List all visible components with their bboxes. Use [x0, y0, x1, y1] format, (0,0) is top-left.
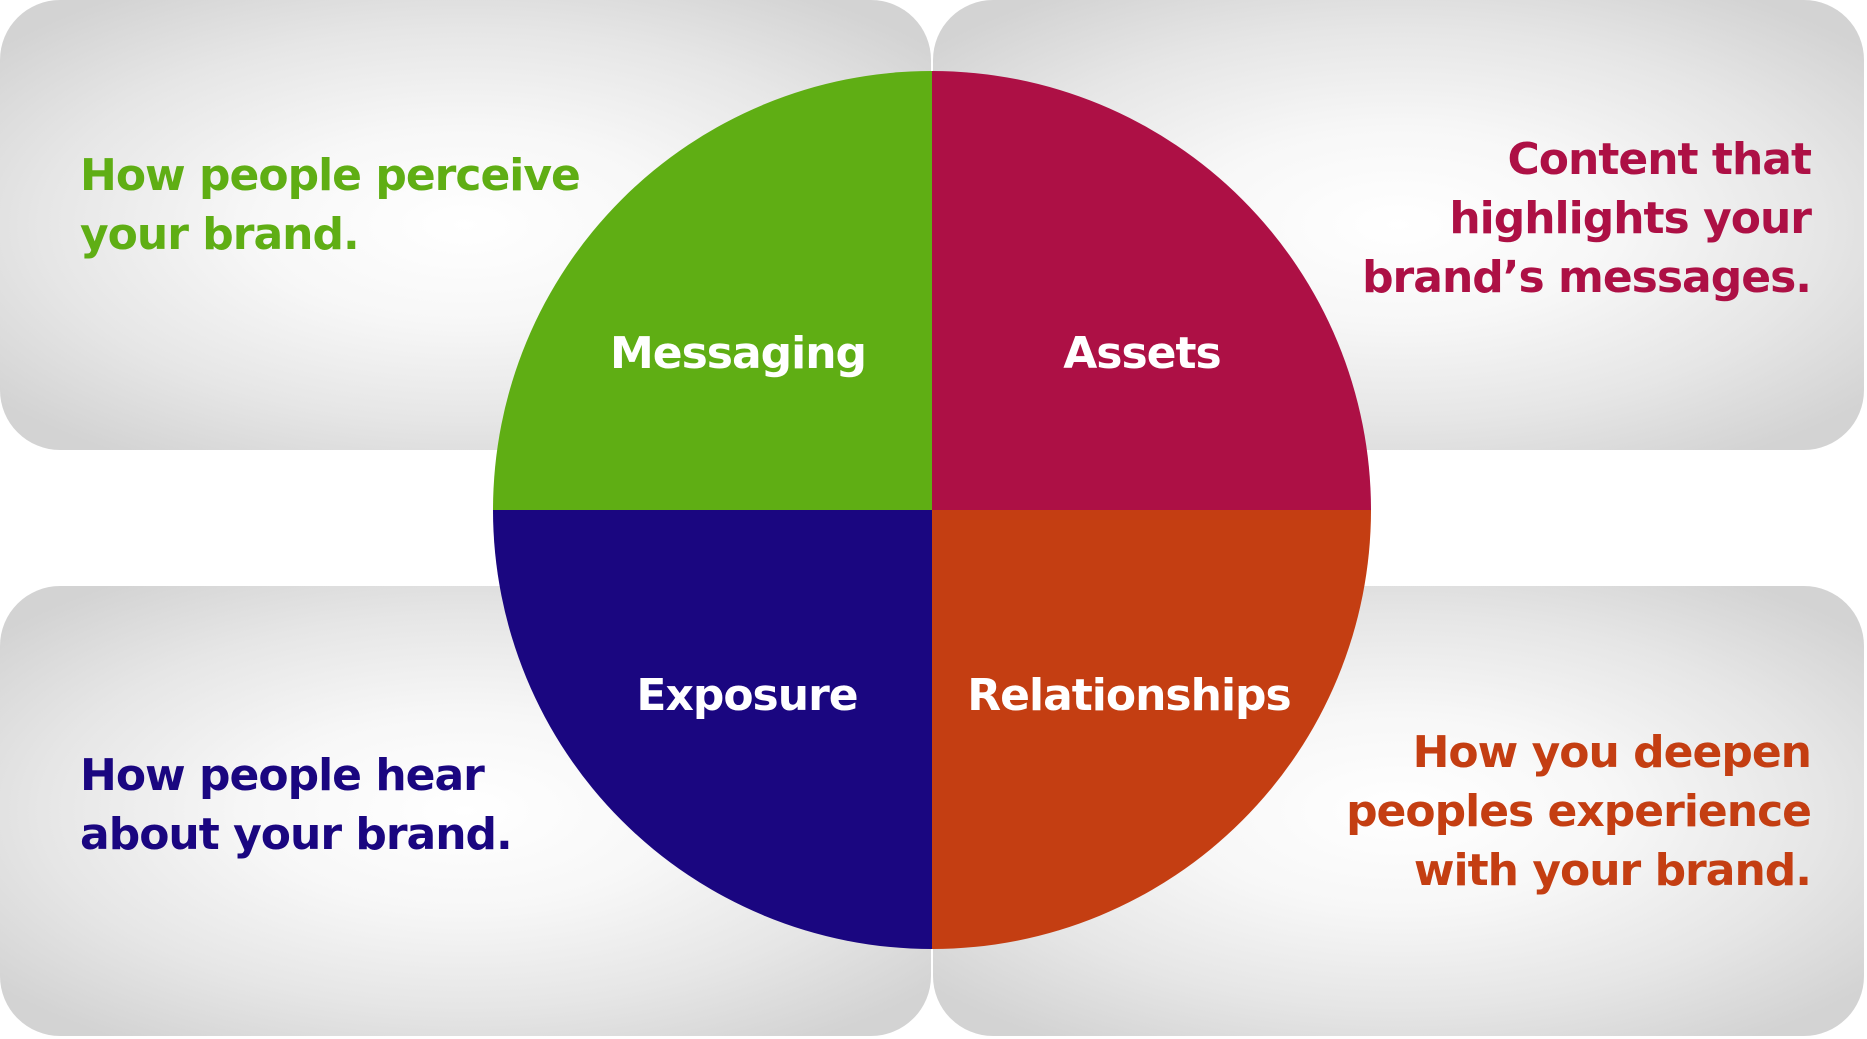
description-line: your brand. — [80, 209, 360, 260]
description-line: How people hear — [80, 750, 485, 801]
messaging-quadrant — [493, 71, 932, 510]
exposure-quadrant — [493, 510, 932, 949]
assets-label: Assets — [1063, 328, 1221, 379]
relationships-quadrant — [932, 510, 1371, 949]
assets-quadrant — [932, 71, 1371, 510]
description-line: Content that — [1507, 134, 1812, 185]
description-line: brand’s messages. — [1362, 252, 1812, 303]
relationships-description: How you deepen peoples experience with y… — [1346, 723, 1812, 900]
description-line: highlights your — [1449, 193, 1812, 244]
exposure-label: Exposure — [636, 670, 857, 721]
description-line: How you deepen — [1412, 727, 1812, 778]
description-line: How people perceive — [80, 150, 581, 201]
relationships-label: Relationships — [967, 670, 1290, 721]
assets-description: Content that highlights your brand’s mes… — [1362, 130, 1812, 307]
description-line: about your brand. — [80, 809, 513, 860]
description-line: peoples experience — [1346, 786, 1812, 837]
messaging-description: How people perceive your brand. — [80, 146, 581, 264]
description-line: with your brand. — [1413, 845, 1812, 896]
exposure-description: How people hear about your brand. — [80, 746, 513, 864]
messaging-label: Messaging — [610, 328, 866, 379]
